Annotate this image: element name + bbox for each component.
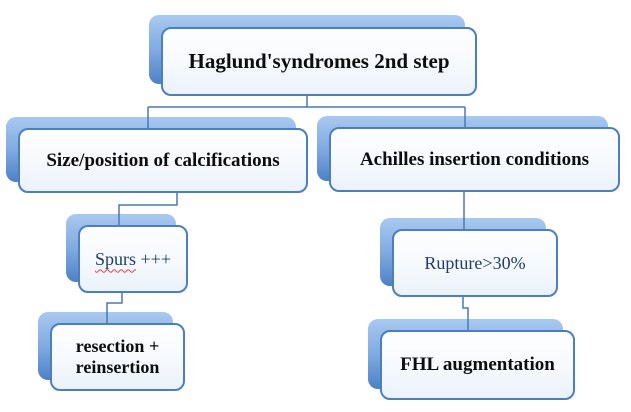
left-branch-node-label: Size/position of calcifications	[46, 149, 280, 171]
fhl-node-label: FHL augmentation	[400, 354, 555, 376]
spurs-misspelled-word: Spurs	[95, 248, 137, 269]
spurs-suffix: +++	[136, 248, 171, 269]
rupture-node-box: Rupture>30%	[392, 229, 558, 297]
spurs-node-box: Spurs +++	[78, 225, 188, 293]
resection-node-box: resection + reinsertion	[50, 323, 185, 391]
connector-root-split	[147, 96, 466, 128]
resection-node-label: resection + reinsertion	[75, 336, 160, 377]
root-node-box: Haglund'syndromes 2nd step	[161, 27, 477, 96]
connector-rupture-to-fhl	[462, 297, 469, 330]
right-branch-node-label: Achilles insertion conditions	[359, 148, 590, 170]
connector-left-to-spurs	[118, 193, 178, 225]
rupture-node-label: Rupture>30%	[424, 252, 526, 273]
spurs-node-label: Spurs +++	[95, 249, 171, 270]
right-branch-node-box: Achilles insertion conditions	[329, 127, 620, 192]
left-branch-node-box: Size/position of calcifications	[18, 128, 308, 193]
fhl-node-box: FHL augmentation	[380, 330, 575, 400]
root-node-label: Haglund'syndromes 2nd step	[188, 49, 450, 74]
connector-spurs-to-resection	[106, 293, 123, 323]
